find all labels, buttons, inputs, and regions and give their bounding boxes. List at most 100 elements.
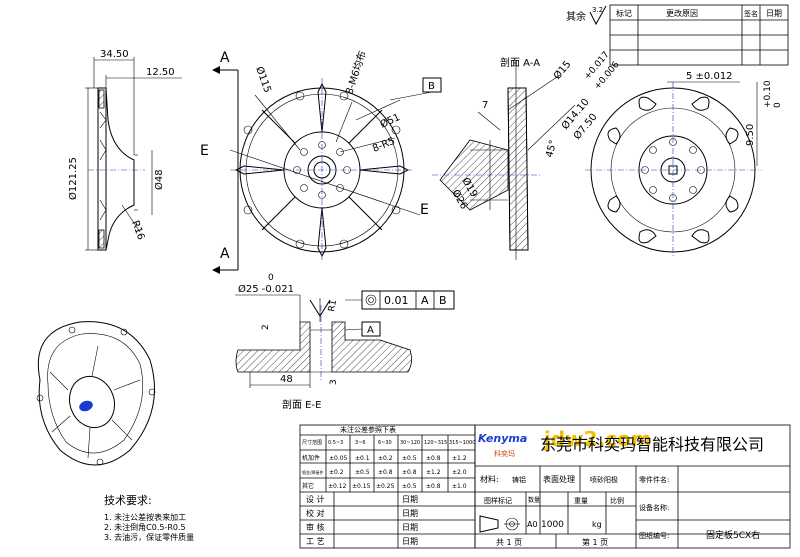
- sign-date: 日期: [402, 495, 418, 504]
- rev-header-mark: 标记: [616, 8, 632, 18]
- revision-table: 标记 更改原因 签名 日期: [609, 4, 789, 66]
- sign-review: 审 核: [306, 522, 325, 532]
- tol-col-6: 315~1000: [449, 440, 475, 446]
- weight-label: 重量: [574, 497, 588, 505]
- section-mark-e-right: E: [420, 202, 429, 218]
- sign-date: 日期: [402, 537, 418, 546]
- dim-34-50: 34.50: [100, 49, 129, 60]
- fcf-datum-b: B: [439, 294, 447, 307]
- tol-cell: ±0.8: [402, 469, 417, 476]
- surface-ra: 3.2: [592, 6, 603, 14]
- tol-row-label: 其它: [302, 482, 314, 490]
- page-current: 第 1 页: [582, 537, 608, 547]
- tol-cell: ±0.05: [329, 455, 348, 462]
- surface-label: 表面处理: [543, 474, 575, 484]
- sign-design: 设 计: [306, 494, 325, 504]
- dim-2: 2: [261, 324, 271, 330]
- fcf-value: 0.01: [384, 294, 409, 307]
- dim-7: 7: [482, 100, 488, 111]
- section-mark-a-top: A: [220, 50, 230, 66]
- tol-cell: ±1.2: [452, 455, 467, 462]
- tol-col-2: 3~6: [355, 440, 366, 446]
- mark-label: 图样标记: [484, 496, 512, 505]
- tech-req-item: 2. 未注倒角C0.5-R0.5: [104, 522, 186, 532]
- material-value: 铸铝: [512, 475, 526, 484]
- left-side-view: 34.50 12.50 Ø121.25 Ø48 R16: [67, 49, 182, 251]
- tol-cell: ±0.8: [378, 469, 393, 476]
- tol-cell: ±0.5: [402, 483, 417, 490]
- holes-8-m6: 8-M6均布: [343, 49, 368, 95]
- sign-date: 日期: [402, 523, 418, 532]
- tol-right-dn: 0: [773, 102, 783, 108]
- rev-header-date: 日期: [766, 9, 782, 18]
- tol-cell: ±0.5: [355, 469, 370, 476]
- surface-finish: 其余 3.2: [566, 5, 607, 26]
- tol-right-up: +0.10: [763, 80, 773, 108]
- dim-48: Ø48: [153, 169, 165, 190]
- tol-col-5: 120~315: [424, 440, 447, 446]
- device-label: 设备名称:: [639, 503, 669, 512]
- dim-r1: R1: [327, 299, 339, 313]
- tol-cell: ±0.8: [426, 455, 441, 462]
- tol-row-label: 钣金/焊接件: [302, 469, 323, 475]
- dim-115: Ø115: [253, 65, 274, 94]
- tol-col-1: 0.5~3: [328, 440, 343, 446]
- isometric-view: [36, 321, 156, 466]
- unit-kg: kg: [592, 520, 602, 529]
- section-aa-view: 剖面 A-A Ø15 +0.017 +0.006 7 Ø14.10 Ø7.50 …: [432, 50, 622, 260]
- tech-req-title: 技术要求:: [104, 494, 152, 507]
- right-view: 5 ±0.012 9.50 +0.10 0: [585, 71, 783, 258]
- tol-cell: ±0.2: [378, 455, 393, 462]
- datum-b: B: [428, 81, 435, 92]
- watermark: jdw2.com: [543, 427, 652, 451]
- dim-zero: 0: [268, 273, 274, 283]
- tol-cell: ±0.12: [328, 483, 347, 490]
- tol-cell: ±1.0: [452, 483, 467, 490]
- rev-header-reason: 更改原因: [666, 8, 698, 18]
- quantity: 1000: [541, 520, 564, 530]
- drawing-no-label: 图纸编号:: [639, 531, 669, 540]
- sign-date: 日期: [402, 509, 418, 518]
- datum-a: A: [367, 325, 374, 336]
- pages-total: 共 1 页: [496, 538, 522, 547]
- section-ee-view: R1 0.01 A B A 2 48 3 剖面 E-E: [235, 290, 455, 411]
- company-name: 东莞市科奕玛智能科技有限公司: [540, 435, 764, 454]
- tolerance-table: 未注公差参照下表 尺寸范围 0.5~3 3~6 6~30 30~120 120~…: [299, 424, 475, 549]
- tol-cell: ±0.25: [376, 483, 395, 490]
- tol-row-label: 机加件: [302, 454, 320, 462]
- section-ee-title: 剖面 E-E: [282, 398, 321, 411]
- sign-check: 校 对: [306, 508, 325, 518]
- tol-cell: ±0.2: [329, 469, 344, 476]
- surface-value: 喷砂阳极: [590, 475, 618, 484]
- logo: Kenyma: [478, 432, 527, 445]
- tol-table-title: 未注公差参照下表: [340, 425, 396, 434]
- dim-121-25: Ø121.25: [67, 157, 79, 200]
- tech-requirements: 技术要求: 1. 未注公差按表来加工 2. 未注倒角C0.5-R0.5 3. 去…: [104, 494, 194, 542]
- dim-48-ee: 48: [280, 374, 293, 385]
- tol-cell: ±0.8: [426, 483, 441, 490]
- logo-cn: 科奕玛: [494, 449, 515, 458]
- tol-col-range: 尺寸范围: [302, 439, 322, 446]
- dim-12-50: 12.50: [146, 67, 175, 78]
- title-block: Kenyma 科奕玛 jdw2.com 东莞市科奕玛智能科技有限公司 材料: 铸…: [474, 424, 791, 549]
- dim-9-50: 9.50: [745, 124, 756, 146]
- radius-8-r5: 8-R5: [371, 136, 397, 155]
- size-a0: A0: [527, 520, 538, 529]
- scale-label: 比例: [610, 496, 624, 505]
- angle-45: 45°: [544, 139, 559, 159]
- fcf-datum-a: A: [421, 294, 429, 307]
- tol-cell: ±0.5: [402, 455, 417, 462]
- dim-r16: R16: [129, 219, 146, 241]
- tol-col-4: 30~120: [400, 440, 420, 446]
- surface-rest: 其余: [566, 10, 586, 23]
- count-label: 数量: [528, 496, 540, 504]
- front-view: A A E E Ø115 8-M6均布 B Ø51 8-R5 0 Ø25 -0.…: [200, 49, 442, 322]
- section-mark-a-bottom: A: [220, 246, 230, 262]
- tol-cell: ±0.15: [352, 483, 371, 490]
- dim-3: 3: [329, 379, 339, 385]
- dim-5: 5 ±0.012: [686, 71, 733, 82]
- section-mark-e-left: E: [200, 143, 209, 159]
- dim-25: Ø25 -0.021: [238, 283, 294, 295]
- rev-header-sign: 签名: [744, 9, 758, 18]
